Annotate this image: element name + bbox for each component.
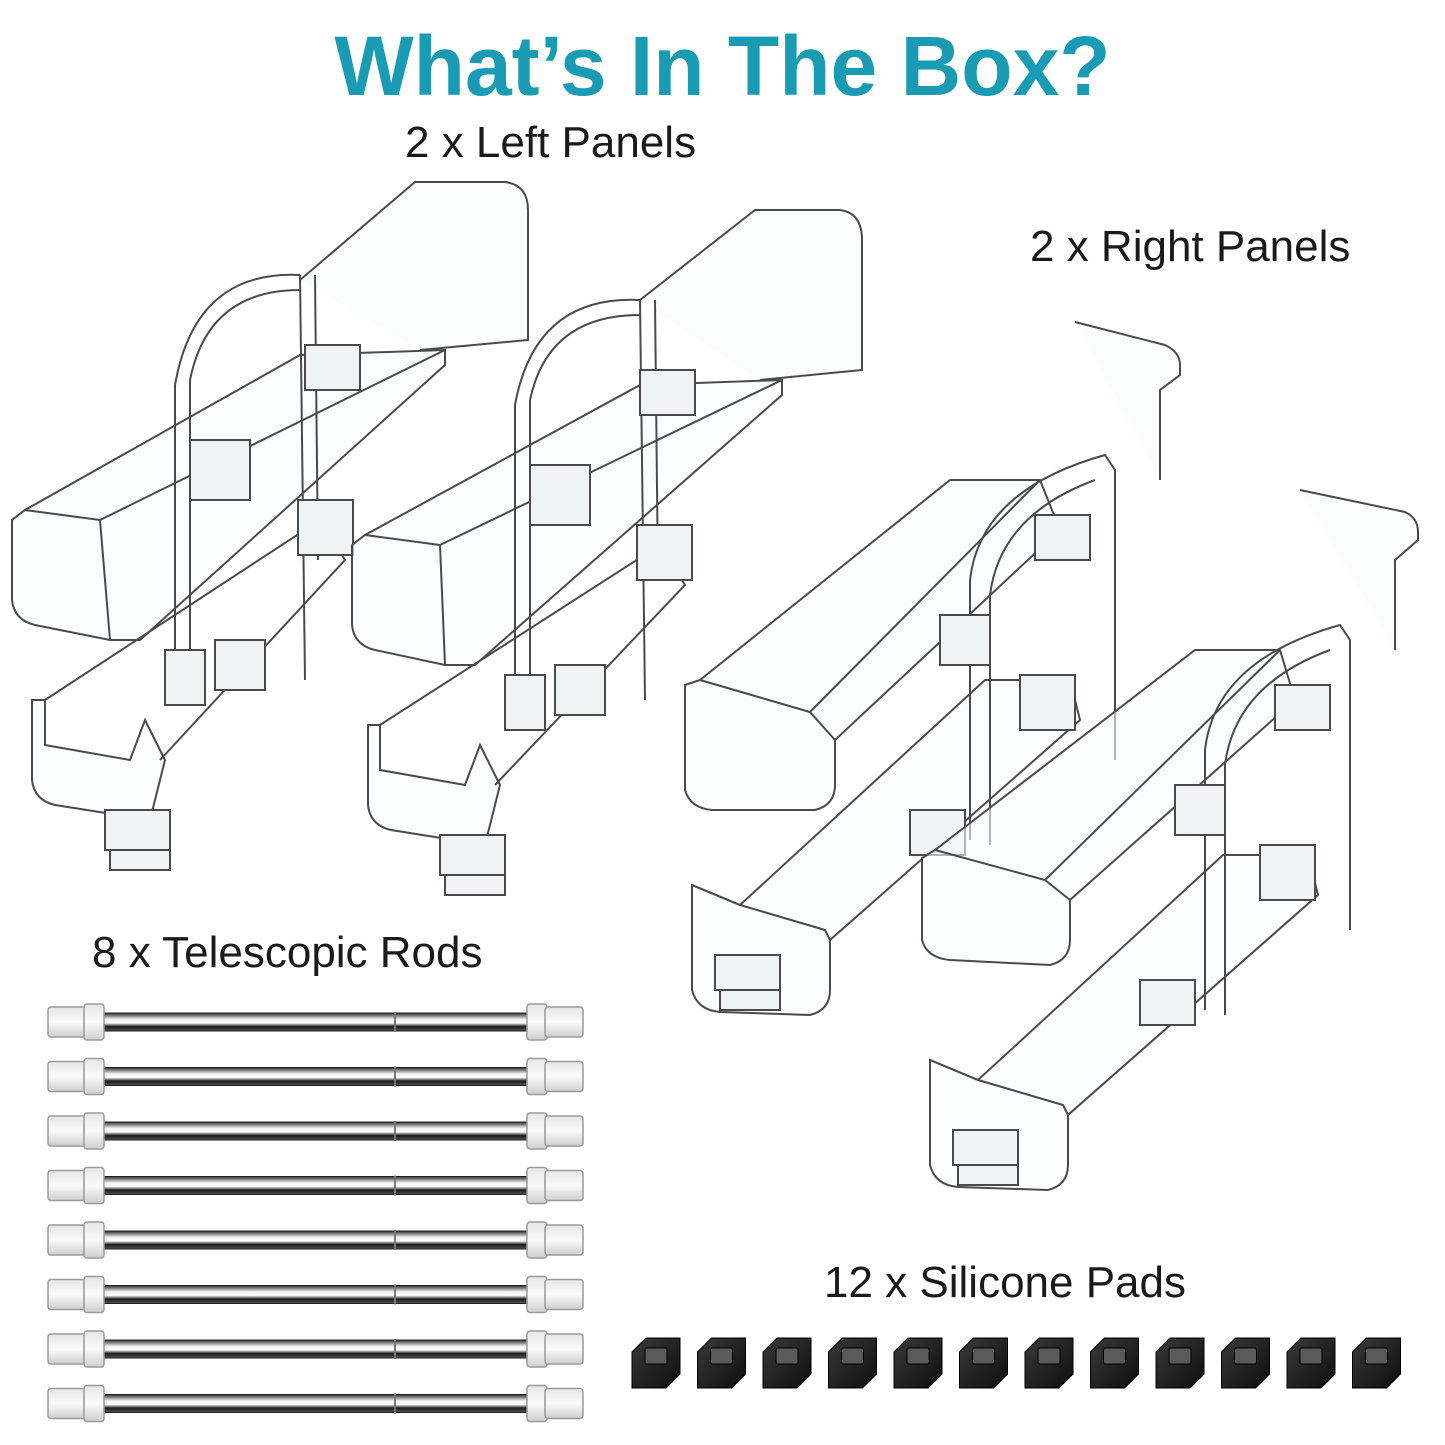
silicone-pads-group [631,1337,1401,1389]
telescopic-rod [47,1166,584,1205]
page-title: What’s In The Box? [334,19,1111,113]
silicone-pad [1155,1337,1205,1389]
silicone-pad [959,1337,1008,1389]
left-panels-label: 2 x Left Panels [405,118,697,167]
silicone-pad [1024,1337,1074,1389]
telescopic-rod [47,1112,584,1150]
silicone-pad [1221,1337,1270,1389]
right-panel-1 [684,321,1181,1017]
silicone-pad [1286,1337,1336,1389]
telescopic-rod [47,1384,584,1423]
right-panels-label: 2 x Right Panels [1030,222,1351,271]
left-panel-2 [351,209,863,896]
silicone-pads-label: 12 x Silicone Pads [824,1258,1186,1307]
telescopic-rod [47,1330,584,1368]
telescopic-rod [47,1221,584,1259]
silicone-pad [1352,1337,1401,1389]
silicone-pad [631,1337,681,1389]
silicone-pad [1090,1337,1139,1389]
telescopic-rod [47,1057,584,1096]
telescopic-rod [47,1275,584,1314]
telescopic-rods-group [47,1003,584,1423]
left-panel-1 [11,181,529,871]
right-panel-2 [921,489,1419,1192]
silicone-pad [697,1337,746,1389]
telescopic-rod [47,1003,584,1041]
silicone-pad [762,1337,812,1389]
telescopic-rods-label: 8 x Telescopic Rods [92,928,483,977]
silicone-pad [893,1337,943,1389]
silicone-pad [828,1337,877,1389]
